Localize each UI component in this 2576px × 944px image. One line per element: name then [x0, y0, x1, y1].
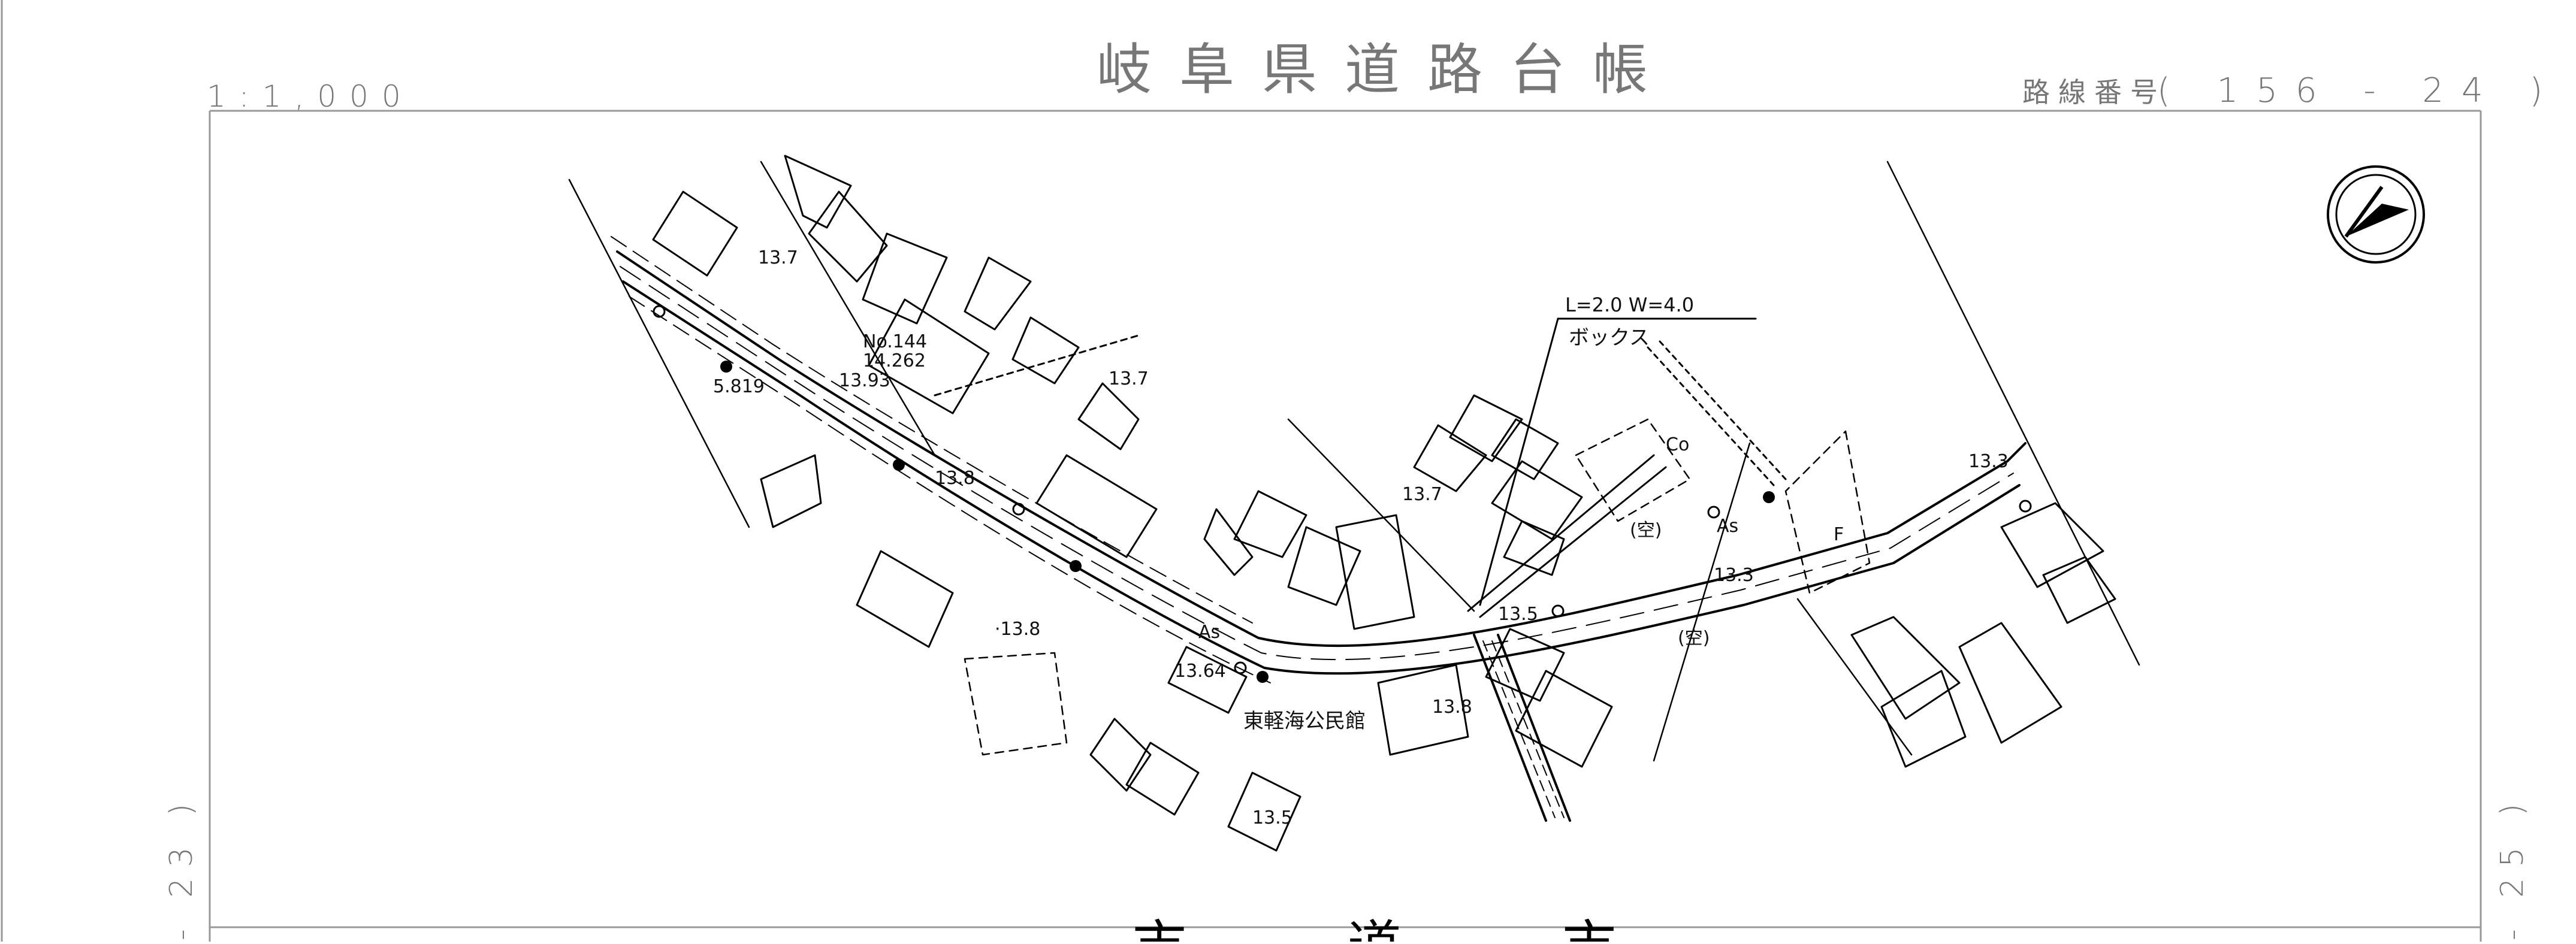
elevation-label: 13.3	[1968, 451, 2009, 472]
hall-name: 東軽海公民館	[1243, 709, 1366, 733]
distance-label: 14.262	[863, 350, 926, 371]
box-dimensions: L=2.0 W=4.0	[1565, 294, 1694, 316]
cross-road	[1467, 454, 1667, 822]
elevation-label: 5.819	[713, 376, 765, 397]
elevation-label: 13.3	[1714, 565, 1754, 586]
scale-label: 1:1,000	[207, 79, 414, 114]
map-labels: 13.7 No.144 14.262 13.93 5.819 13.7 13.8…	[713, 247, 2009, 828]
left-sheet-ref: - 23 )	[164, 793, 200, 940]
elevation-label: 13.5	[1252, 807, 1292, 828]
main-road	[611, 236, 2027, 683]
route-label: 路線番号	[2022, 76, 2166, 108]
elevation-label: 13.7	[1402, 484, 1442, 505]
elevation-label: 13.93	[839, 370, 890, 391]
page-title: 岐阜県道路台帳	[1097, 38, 1675, 102]
buildings	[652, 155, 2116, 852]
elevation-label: 13.7	[1109, 368, 1149, 389]
elevation-label: 13.64	[1174, 661, 1226, 682]
dashed-outlines	[964, 418, 1871, 756]
vacant-label: (空)	[1678, 628, 1710, 649]
north-arrow-icon	[2327, 165, 2425, 264]
surface-label: As	[1198, 622, 1220, 643]
elevation-label: 13.7	[758, 247, 798, 268]
surface-label: As	[1717, 516, 1738, 537]
vacant-label: (空)	[1630, 520, 1662, 541]
right-sheet-ref: - 25 )	[2495, 793, 2530, 940]
elevation-label: 13.8	[935, 468, 975, 489]
bottom-cut-text: 市 道 市	[1133, 915, 1688, 942]
facility-mark: F	[1834, 524, 1844, 545]
elevation-label: 13.5	[1498, 604, 1538, 625]
station-label: No.144	[863, 331, 927, 352]
survey-marks	[720, 361, 1775, 683]
elevation-label: 13.8	[1432, 697, 1472, 718]
material-label: Co	[1666, 434, 1689, 455]
route-number: ( 156 - 24 )	[2157, 71, 2560, 110]
small-circles	[653, 305, 2032, 674]
boundary-lines	[568, 161, 2140, 762]
box-name: ボックス	[1569, 326, 1650, 350]
map-frame	[1, 0, 2482, 942]
elevation-label: ·13.8	[995, 619, 1040, 640]
box-leader	[1479, 317, 1757, 606]
